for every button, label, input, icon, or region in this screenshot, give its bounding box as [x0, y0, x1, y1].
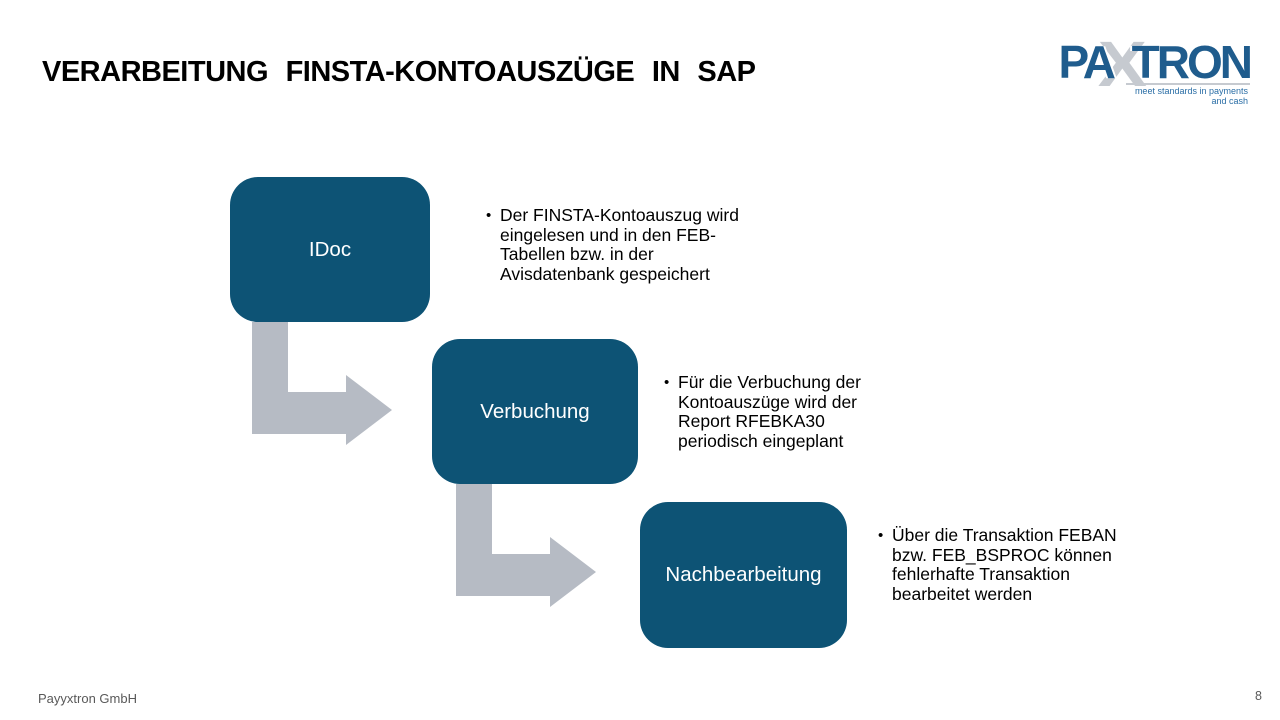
logo-tagline: meet standards in payments and cash — [1126, 83, 1250, 106]
page-title: VERARBEITUNG FINSTA-KONTOAUSZÜGE IN SAP — [42, 56, 756, 88]
paxtron-logo: PA X TRON meet standards in payments and… — [1030, 28, 1253, 106]
footer-company-name: Payyxtron GmbH — [38, 691, 137, 706]
logo-text-pa: PA — [1058, 36, 1115, 88]
step-bullet-verbuchung: Für die Verbuchung der Kontoauszüge wird… — [664, 372, 968, 451]
logo-text-tron: TRON — [1131, 36, 1253, 88]
step-box-idoc: IDoc — [230, 177, 430, 322]
step-box-verbuchung: Verbuchung — [432, 339, 638, 484]
elbow-arrow-icon — [252, 322, 392, 445]
step-box-nachbearbeitung: Nachbearbeitung — [640, 502, 847, 648]
step-label: IDoc — [308, 237, 352, 261]
step-label: Nachbearbeitung — [665, 563, 822, 586]
step-bullet-nachbearbeitung: Über die Transaktion FEBAN bzw. FEB_BSPR… — [878, 525, 1192, 604]
footer-page-number: 8 — [1255, 689, 1262, 703]
step-bullet-idoc: Der FINSTA-Kontoauszug wird eingelesen u… — [486, 205, 790, 284]
step-label: Verbuchung — [480, 399, 590, 423]
logo-wordmark: PA X TRON — [1030, 28, 1253, 100]
logo-x-icon: X — [1097, 28, 1147, 100]
elbow-arrow-icon — [456, 484, 596, 607]
